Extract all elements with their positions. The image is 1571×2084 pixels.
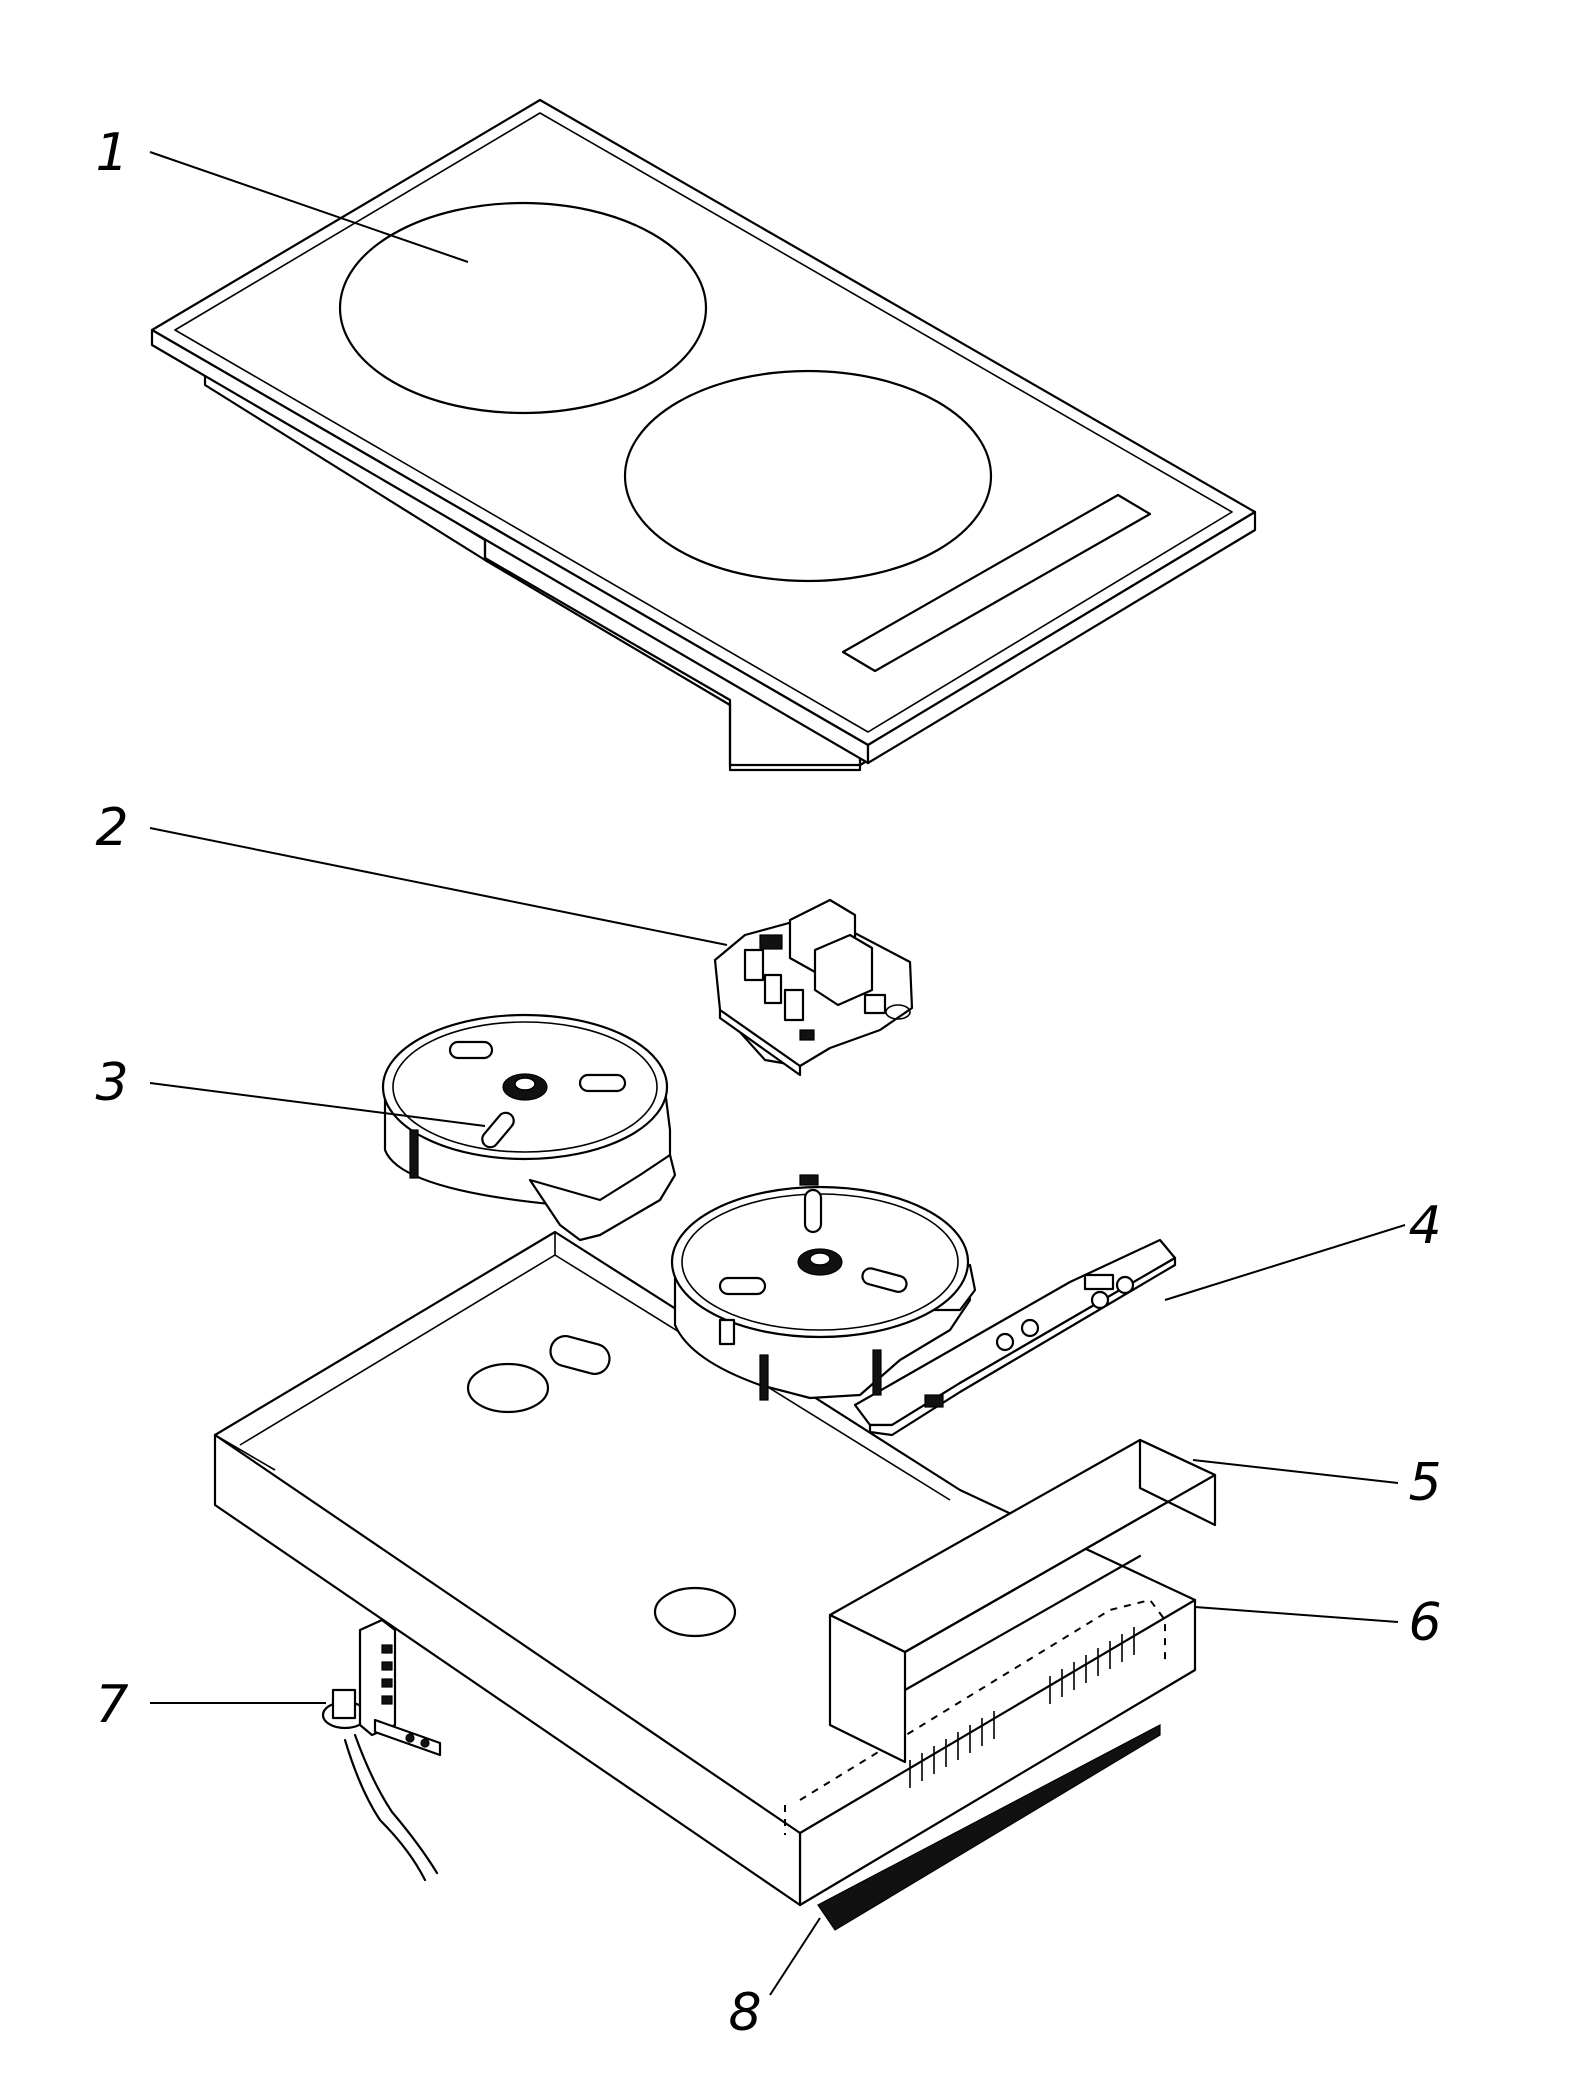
leader-1 bbox=[149, 151, 469, 263]
cooking-zone-front bbox=[623, 369, 993, 583]
callout-7: 7 bbox=[95, 1675, 128, 1735]
bottom-casing bbox=[213, 1230, 1197, 1931]
cable-outer-2 bbox=[353, 1733, 439, 1875]
cooking-zone-rear bbox=[338, 201, 708, 415]
part-3-induction-coil-right bbox=[670, 1174, 977, 1401]
casing-vent-slot bbox=[549, 1335, 611, 1375]
glass-top-bevel bbox=[174, 112, 1233, 733]
casing-inner-left bbox=[214, 1434, 276, 1471]
control-board-edge bbox=[868, 1256, 1177, 1437]
leader-4 bbox=[1164, 1224, 1406, 1301]
part-1-glass-top bbox=[150, 98, 1257, 772]
terminal-block bbox=[863, 993, 887, 1015]
control-button-1 bbox=[995, 1332, 1015, 1352]
callout-5: 5 bbox=[1408, 1453, 1441, 1513]
bracket-right-end bbox=[1138, 1438, 1217, 1527]
bracket-inner-edge bbox=[903, 1554, 1142, 1692]
part-5-channel-bracket bbox=[828, 1438, 1217, 1764]
callout-3: 3 bbox=[95, 1053, 128, 1113]
leader-lines bbox=[149, 151, 1406, 1996]
casing-hidden-line bbox=[799, 1598, 1166, 1801]
touch-control-strip bbox=[841, 493, 1152, 673]
power-board-edge bbox=[718, 1008, 802, 1077]
callout-labels: 1 2 3 4 5 6 7 8 bbox=[95, 123, 1441, 2043]
control-display bbox=[1083, 1273, 1115, 1291]
coil-left-slot-1 bbox=[448, 1040, 494, 1060]
cable-sleeve bbox=[331, 1688, 357, 1720]
strap-hole-1 bbox=[405, 1733, 415, 1743]
coil-right-tab bbox=[799, 1174, 819, 1186]
coil-left-slot-3 bbox=[481, 1111, 515, 1149]
coil-right-slot-3 bbox=[861, 1267, 908, 1293]
control-button-3 bbox=[1090, 1290, 1110, 1310]
leader-3 bbox=[149, 1082, 486, 1127]
chip bbox=[799, 1029, 815, 1041]
casing-vent-hole-1 bbox=[466, 1362, 550, 1414]
bracket-left-end bbox=[828, 1613, 907, 1764]
part-4-control-board bbox=[853, 1238, 1177, 1437]
mount-hole bbox=[885, 1004, 911, 1020]
coil-right-slot-2 bbox=[718, 1276, 767, 1296]
part-7-mains-cable bbox=[321, 1618, 442, 1882]
coil-left-sensor-core bbox=[514, 1077, 536, 1091]
coil-right-post bbox=[718, 1318, 736, 1346]
capacitor-3 bbox=[783, 988, 805, 1022]
terminal-screws bbox=[381, 1644, 393, 1705]
capacitor-2 bbox=[763, 973, 783, 1005]
callout-2: 2 bbox=[95, 798, 128, 858]
coil-right-sensor-core bbox=[809, 1252, 831, 1266]
strap-hole-2 bbox=[420, 1738, 430, 1748]
control-button-2 bbox=[1020, 1318, 1040, 1338]
callout-8: 8 bbox=[728, 1983, 761, 2043]
casing-louvres bbox=[909, 1627, 1135, 1788]
connector-block bbox=[759, 934, 783, 950]
bracket-edge bbox=[903, 1473, 1217, 1654]
callout-6: 6 bbox=[1408, 1593, 1441, 1653]
power-board-relay bbox=[813, 933, 874, 1007]
part-8-base-plate bbox=[817, 1724, 1161, 1931]
casing-front-side bbox=[213, 1433, 802, 1907]
coil-right-ferrite-2 bbox=[872, 1349, 882, 1396]
cable-outer-1 bbox=[343, 1738, 427, 1882]
glass-top-right-edge bbox=[866, 510, 1257, 765]
coil-left-slot-2 bbox=[578, 1073, 627, 1093]
leader-2 bbox=[149, 827, 728, 946]
coil-right-slot-1 bbox=[803, 1188, 823, 1234]
capacitor-1 bbox=[743, 948, 765, 982]
casing-vent-hole-2 bbox=[653, 1586, 737, 1638]
part-2-power-board bbox=[713, 898, 914, 1077]
coil-left-ferrite-1 bbox=[409, 1129, 419, 1179]
control-connector bbox=[924, 1394, 944, 1408]
callout-1: 1 bbox=[95, 123, 128, 183]
control-button-4 bbox=[1115, 1275, 1135, 1295]
glass-top-surface bbox=[150, 98, 1257, 747]
callout-4: 4 bbox=[1408, 1196, 1441, 1256]
leader-6 bbox=[1194, 1606, 1399, 1623]
leader-5 bbox=[1192, 1459, 1399, 1484]
leader-8 bbox=[769, 1917, 821, 1996]
part-3-induction-coil-left bbox=[381, 1013, 677, 1242]
coil-right-ferrite-1 bbox=[759, 1354, 769, 1401]
terminal-block-body bbox=[358, 1618, 397, 1737]
coil-left-rim bbox=[392, 1021, 658, 1153]
coil-left-bracket bbox=[528, 1153, 677, 1242]
